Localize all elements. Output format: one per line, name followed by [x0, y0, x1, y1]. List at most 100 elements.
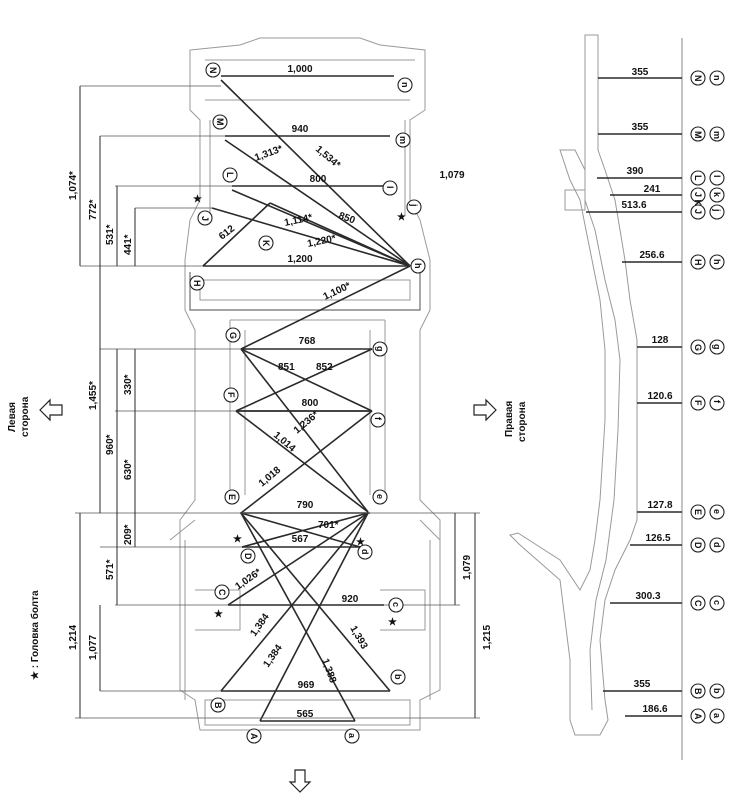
side-point-d: d [709, 537, 725, 553]
point-J: J [197, 210, 213, 226]
point-H: H [189, 275, 205, 291]
svg-text:f: f [373, 417, 383, 421]
svg-text:e: e [712, 509, 722, 514]
dim-800-l: 800 [310, 174, 327, 185]
svg-text:f: f [712, 400, 722, 404]
bolt-legend: ★ : Головка болта [29, 590, 41, 680]
point-E: E [224, 489, 240, 505]
point-a: a [344, 728, 360, 744]
side-dim-g: 128 [652, 335, 669, 346]
svg-text:B: B [213, 702, 223, 709]
plan-body-outline [169, 37, 441, 731]
side-dim-e: 127.8 [647, 500, 672, 511]
svg-text:J: J [693, 209, 703, 214]
right-side-text-1: Правая [504, 401, 515, 437]
side-point-b: b [709, 683, 725, 699]
svg-text:b: b [393, 674, 403, 680]
svg-text:j: j [712, 208, 722, 212]
side-point-a: a [709, 708, 725, 724]
point-h: h [410, 258, 426, 274]
point-l: l [382, 180, 398, 196]
dim-800-f: 800 [302, 398, 319, 409]
dim-1000: 1,000 [287, 64, 312, 75]
side-point-J: J [690, 204, 706, 220]
svg-text:★: ★ [214, 609, 223, 620]
dim-790: 790 [297, 500, 314, 511]
dim-852: 852 [316, 362, 333, 373]
svg-text:K: K [261, 240, 271, 247]
dim-851: 851 [278, 362, 295, 373]
side-point-k: k [709, 187, 725, 203]
svg-text:★: ★ [356, 537, 365, 548]
side-point-E: E [690, 504, 706, 520]
side-dim-j: 513.6 [621, 200, 646, 211]
svg-text:j: j [409, 203, 419, 207]
bolt-legend-text: ★ : Головка болта [29, 590, 41, 680]
svg-text:M: M [693, 131, 703, 139]
side-point-h: h [709, 254, 725, 270]
dim-1534: 1,534* [313, 144, 342, 171]
svg-text:h: h [413, 263, 423, 269]
right-side-label: Правая сторона [473, 398, 528, 442]
svg-text:D: D [693, 542, 703, 549]
side-point-g: g [709, 339, 725, 355]
dim-567: 567 [292, 534, 309, 545]
vdim-209: 209* [123, 524, 134, 545]
dim-1018: 1,018 [257, 465, 284, 490]
svg-text:★: ★ [397, 212, 406, 223]
svg-text:m: m [712, 131, 722, 139]
dim-850: 850 [337, 210, 357, 226]
vdim-1455: 1,455* [88, 381, 99, 410]
side-view-outline [509, 34, 638, 736]
vdim-571: 571* [105, 559, 116, 580]
dim-1388: 1,388 [319, 657, 338, 685]
vertical-dimension-labels: 1,074* 772* 531* 441* 1,455* 960* 330* 6… [68, 171, 493, 660]
side-point-JK: J K [690, 187, 706, 207]
arrow-down-icon [288, 769, 312, 793]
dim-1393: 1,393 [347, 624, 369, 652]
side-measure-lines [586, 77, 682, 717]
vdim-1214: 1,214 [68, 625, 79, 650]
point-A: A [246, 728, 262, 744]
dim-1384b: 1,384 [261, 643, 285, 670]
svg-text:C: C [693, 600, 703, 607]
side-point-M: M [690, 126, 706, 142]
vdim-960: 960* [105, 434, 116, 455]
plan-measure-lines [75, 75, 480, 722]
point-N: N [205, 62, 221, 78]
vdim-1077: 1,077 [88, 635, 99, 660]
dim-969: 969 [298, 680, 315, 691]
vdim-1074: 1,074* [68, 171, 79, 200]
svg-text:H: H [192, 280, 202, 287]
point-e: e [372, 489, 388, 505]
point-M: M [212, 114, 228, 130]
point-B: B [210, 697, 226, 713]
side-point-L: L [690, 170, 706, 186]
svg-text:c: c [391, 602, 401, 607]
side-point-F: F [690, 395, 706, 411]
svg-text:l: l [385, 186, 395, 189]
vdim-630: 630* [123, 459, 134, 480]
svg-text:F: F [226, 392, 236, 398]
svg-text:E: E [227, 494, 237, 500]
svg-text:g: g [375, 346, 385, 352]
svg-text:F: F [693, 400, 703, 406]
side-point-G: G [690, 339, 706, 355]
dim-940: 940 [292, 124, 309, 135]
plan-point-markers: N n M m L l j J K H h G g F f E e D d C … [189, 62, 426, 744]
dim-1114: 1,114* [283, 212, 313, 229]
dim-565: 565 [297, 709, 314, 720]
svg-text:L: L [693, 175, 703, 181]
svg-text:★: ★ [233, 534, 242, 545]
side-point-j: j [709, 204, 725, 220]
svg-text:★: ★ [193, 194, 202, 205]
vdim-1079: 1,079 [462, 555, 473, 580]
dim-701: 701* [318, 520, 339, 531]
svg-text:N: N [693, 75, 703, 82]
side-point-D: D [690, 537, 706, 553]
side-point-A: A [690, 708, 706, 724]
side-dim-c: 300.3 [635, 591, 660, 602]
